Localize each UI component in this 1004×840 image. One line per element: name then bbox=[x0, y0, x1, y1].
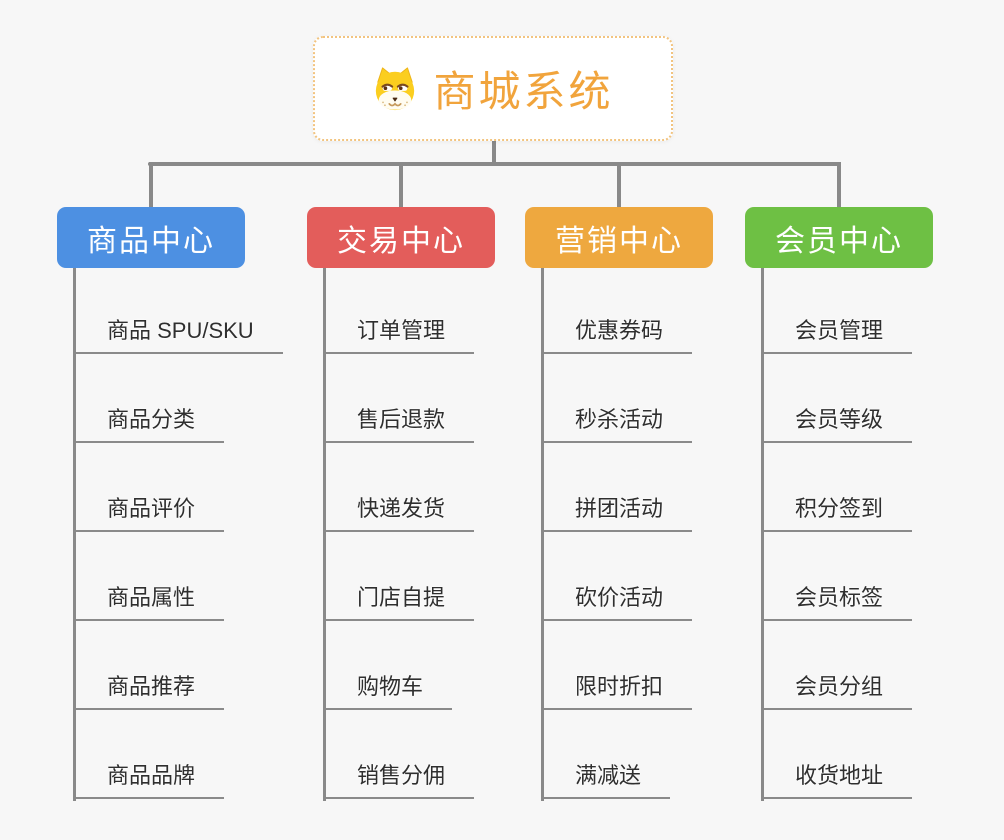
leaf-node[interactable]: 商品推荐 bbox=[76, 673, 225, 710]
leaf-node[interactable]: 限时折扣 bbox=[544, 673, 693, 710]
branch-node-3[interactable]: 营销中心 bbox=[525, 207, 713, 268]
leaf-node[interactable]: 商品评价 bbox=[76, 495, 225, 532]
root-node[interactable]: 商城系统 bbox=[313, 36, 673, 141]
leaf-node[interactable]: 销售分佣 bbox=[326, 762, 475, 799]
root-title: 商城系统 bbox=[433, 68, 614, 115]
leaf-node[interactable]: 商品品牌 bbox=[76, 762, 225, 799]
leaf-node[interactable]: 商品 SPU/SKU bbox=[76, 317, 283, 354]
leaf-node[interactable]: 商品属性 bbox=[76, 584, 225, 621]
leaf-node[interactable]: 快递发货 bbox=[326, 495, 475, 532]
branch-node-1[interactable]: 商品中心 bbox=[57, 207, 245, 268]
leaf-node[interactable]: 订单管理 bbox=[326, 317, 475, 354]
branch-spine: 优惠券码秒杀活动拼团活动砍价活动限时折扣满减送 bbox=[541, 268, 794, 801]
connector-branch-stub bbox=[837, 162, 841, 207]
branch-spine: 会员管理会员等级积分签到会员标签会员分组收货地址 bbox=[761, 268, 1004, 801]
leaf-node[interactable]: 优惠券码 bbox=[544, 317, 693, 354]
branch-node-2[interactable]: 交易中心 bbox=[307, 207, 495, 268]
leaf-node[interactable]: 砍价活动 bbox=[544, 584, 693, 621]
dog-face-icon bbox=[376, 66, 415, 110]
leaf-node[interactable]: 拼团活动 bbox=[544, 495, 693, 532]
branch-spine: 商品 SPU/SKU 商品分类商品评价商品属性商品推荐商品品牌 bbox=[73, 268, 326, 801]
leaf-node[interactable]: 秒杀活动 bbox=[544, 406, 693, 443]
leaf-node[interactable]: 积分签到 bbox=[764, 495, 913, 532]
leaf-node[interactable]: 收货地址 bbox=[764, 762, 913, 799]
branch-node-4[interactable]: 会员中心 bbox=[745, 207, 933, 268]
leaf-node[interactable]: 购物车 bbox=[326, 673, 453, 710]
leaf-node[interactable]: 会员标签 bbox=[764, 584, 913, 621]
branch-spine: 订单管理售后退款快递发货门店自提购物车销售分佣 bbox=[323, 268, 576, 801]
connector-branch-stub bbox=[399, 162, 403, 207]
connector-root-stub bbox=[492, 140, 496, 166]
leaf-node[interactable]: 会员分组 bbox=[764, 673, 913, 710]
leaf-node[interactable]: 会员管理 bbox=[764, 317, 913, 354]
leaf-node[interactable]: 会员等级 bbox=[764, 406, 913, 443]
connector-branch-stub bbox=[617, 162, 621, 207]
leaf-node[interactable]: 售后退款 bbox=[326, 406, 475, 443]
connector-rail bbox=[148, 162, 841, 166]
leaf-node[interactable]: 满减送 bbox=[544, 762, 671, 799]
leaf-node[interactable]: 商品分类 bbox=[76, 406, 225, 443]
leaf-node[interactable]: 门店自提 bbox=[326, 584, 475, 621]
connector-branch-stub bbox=[149, 162, 153, 207]
